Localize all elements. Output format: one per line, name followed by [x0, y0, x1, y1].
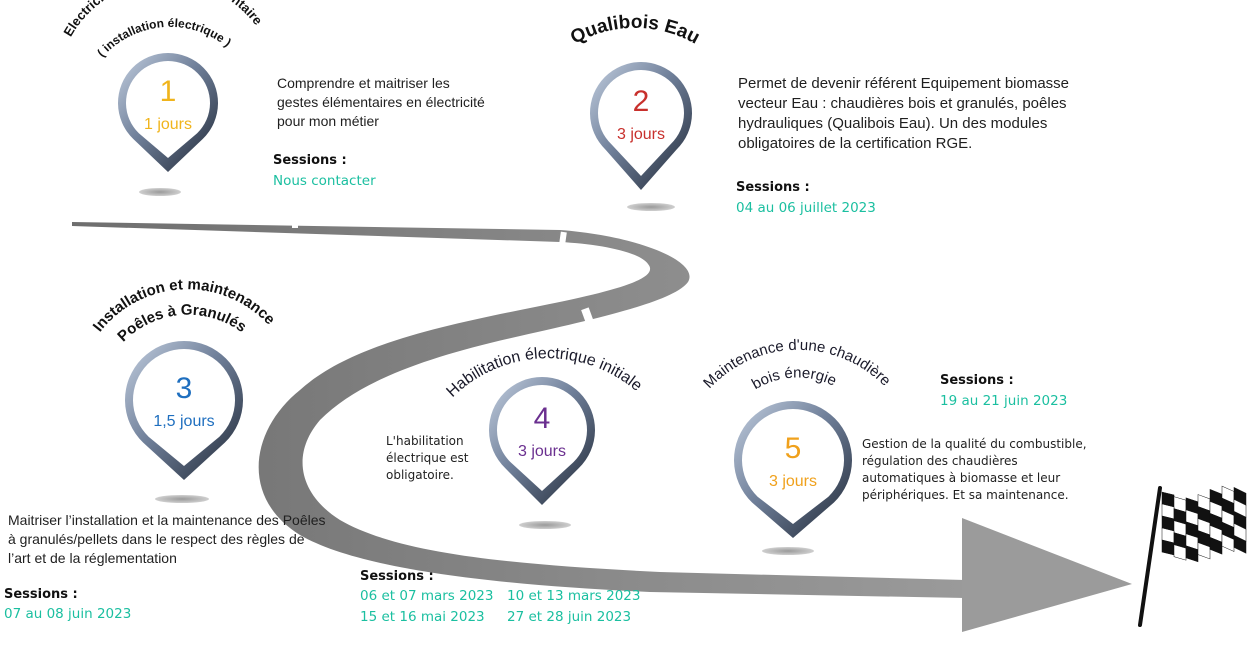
pin-duration: 3 jours — [617, 126, 665, 143]
road-dash-1 — [292, 222, 298, 228]
finish-flag-icon — [1138, 485, 1247, 627]
pin-face — [742, 409, 844, 524]
module-5-title-line1: Maintenance d'une chaudière — [700, 337, 894, 392]
module-2-title: Qualibois Eau — [567, 12, 703, 49]
module-1-title-line2: ( installation électrique ) — [94, 16, 234, 60]
pin-shadow-2 — [627, 203, 675, 211]
module-5-title-line2: bois énergie — [749, 364, 839, 393]
flag-square — [1233, 534, 1247, 554]
module-3-sessions-label: Sessions : — [4, 587, 78, 602]
module-5-sessions-label: Sessions : — [940, 373, 1014, 388]
module-4-description: L'habilitation électrique est obligatoir… — [386, 434, 469, 482]
pin-face — [126, 61, 210, 158]
pin-number: 5 — [785, 432, 802, 465]
module-2-description: Permet de devenir référent Equipement bi… — [738, 75, 1070, 152]
pin-4: 4 3 jours — [489, 377, 595, 505]
pin-number: 2 — [633, 85, 650, 118]
pin-shadow-4 — [519, 521, 571, 529]
road-dash-3 — [581, 307, 597, 333]
road-dash-2 — [559, 231, 567, 245]
pin-shadow-3 — [155, 495, 209, 503]
module-1-description: Comprendre et maitriser les gestes éléme… — [277, 75, 485, 129]
pin-duration: 3 jours — [769, 473, 817, 490]
pin-3: 3 1,5 jours — [125, 341, 244, 480]
module-2-session-date: 04 au 06 juillet 2023 — [736, 200, 876, 216]
module-2-sessions-label: Sessions : — [736, 180, 810, 195]
module-4-session-date-4: 27 et 28 juin 2023 — [507, 609, 632, 625]
module-4-sessions-label: Sessions : — [360, 569, 434, 584]
pin-shadow-1 — [139, 188, 181, 196]
module-4-session-date-1: 06 et 07 mars 2023 — [360, 588, 494, 604]
module-5-description: Gestion de la qualité du combustible, ré… — [862, 437, 1087, 502]
module-4-session-date-2: 10 et 13 mars 2023 — [507, 588, 641, 604]
flag-square — [1209, 536, 1223, 555]
pin-face — [598, 69, 684, 176]
pin-shadow-5 — [762, 547, 814, 555]
road — [72, 222, 1132, 632]
road-dash-4 — [344, 400, 368, 430]
flag-square — [1197, 542, 1211, 560]
pin-duration: 1 jours — [144, 116, 192, 133]
pin-number: 1 — [160, 75, 177, 108]
road-curve — [72, 222, 965, 598]
module-1-session-date: Nous contacter — [273, 173, 376, 189]
module-3-title-line2: Poêles à Granulés — [114, 302, 249, 346]
pin-duration: 3 jours — [518, 443, 566, 460]
module-3-session-date: 07 au 08 juin 2023 — [4, 606, 132, 622]
pin-face — [133, 349, 236, 466]
pin-number: 3 — [176, 372, 193, 405]
pin-duration: 1,5 jours — [153, 413, 214, 430]
pin-1: 1 1 jours — [117, 53, 218, 173]
module-5-session-date: 19 au 21 juin 2023 — [940, 393, 1068, 409]
pin-5: 5 3 jours — [733, 401, 852, 538]
module-3-description: Maitriser l’installation et la maintenan… — [8, 512, 326, 566]
pin-2: 2 3 jours — [590, 62, 693, 190]
road-arrow-head — [962, 518, 1132, 632]
module-4-session-date-3: 15 et 16 mai 2023 — [360, 609, 485, 625]
flag-square — [1185, 545, 1199, 563]
pin-face — [497, 385, 588, 491]
module-1-sessions-label: Sessions : — [273, 153, 347, 168]
pin-number: 4 — [534, 402, 551, 435]
